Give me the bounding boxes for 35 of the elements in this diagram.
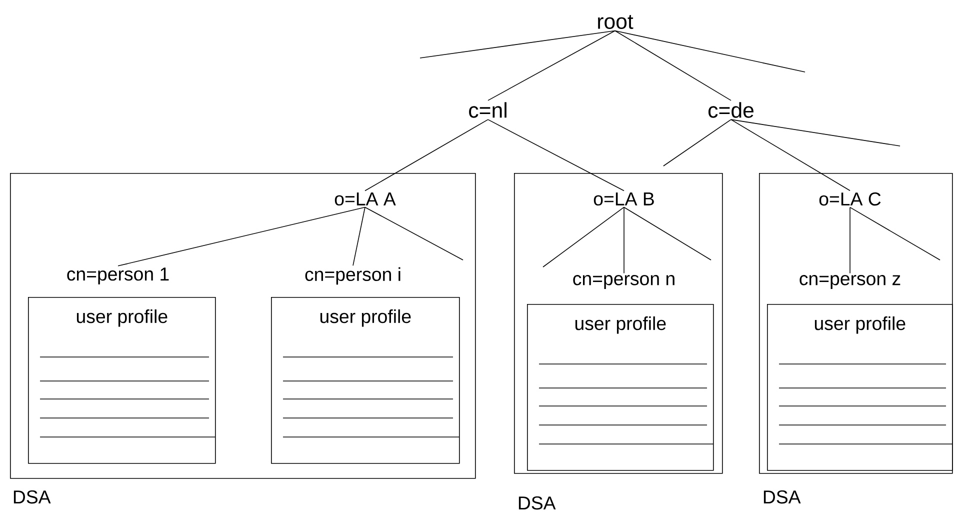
tree-line <box>542 206 624 268</box>
server-label: DSA <box>518 496 556 510</box>
tree-line <box>663 119 732 166</box>
tree-line <box>118 206 366 266</box>
server-box <box>514 173 723 474</box>
tree-label: cn=person i <box>305 267 400 285</box>
tree-line <box>352 206 366 266</box>
profile-card: user profile <box>767 304 953 471</box>
tree-label: root <box>598 15 634 29</box>
server-label: DSA <box>14 490 51 504</box>
server-label: DSA <box>764 490 801 504</box>
tree-line <box>850 206 940 260</box>
tree-line <box>614 30 732 101</box>
profile-card: user profile <box>527 304 714 471</box>
tree-label: c=nl <box>469 102 506 118</box>
profile-card: user profile <box>271 297 460 464</box>
tree-label: cn=person z <box>800 275 900 289</box>
tree-label: cn=person 1 <box>67 268 169 284</box>
server-box <box>759 173 953 474</box>
profile-card: user profile <box>28 297 216 464</box>
tree-line <box>364 206 464 260</box>
tree-label: o=LA B <box>594 192 654 206</box>
tree-line <box>730 119 900 146</box>
server-box <box>10 173 476 479</box>
tree-line <box>730 119 850 192</box>
tree-line <box>488 30 616 101</box>
tree-label: o=LA C <box>819 192 881 206</box>
tree-line <box>624 206 712 260</box>
tree-label: o=LA A <box>334 192 396 206</box>
tree-line <box>614 30 806 72</box>
tree-line <box>488 119 624 192</box>
tree-line <box>420 30 616 58</box>
tree-line <box>364 119 488 192</box>
tree-label: c=de <box>708 102 754 118</box>
tree-label: cn=person n <box>573 275 674 289</box>
